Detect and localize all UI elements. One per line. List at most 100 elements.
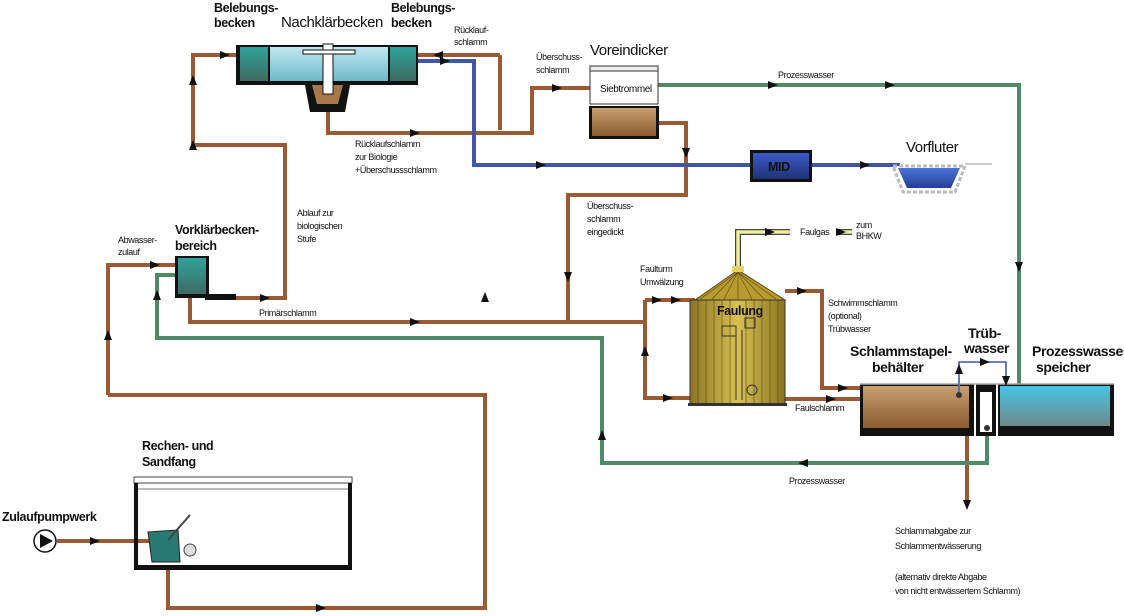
arrow-icon — [768, 81, 778, 89]
vorfluter — [890, 163, 992, 194]
label-ueberschussschlamm-1: Überschuss- — [536, 52, 583, 62]
arrow-icon — [797, 287, 807, 295]
faulturm — [688, 266, 787, 406]
arrow-icon — [682, 148, 690, 158]
arrow-icon — [536, 161, 546, 169]
label-ablauf-bio-1: Ablauf zur — [297, 208, 334, 218]
label-vorklaerbecken-2: bereich — [175, 239, 217, 253]
vorklaerbecken — [175, 256, 236, 300]
arrow-icon — [826, 395, 836, 403]
rechen-sandfang — [133, 476, 353, 570]
schlammstapel-prozesswasserspeicher — [860, 358, 1114, 436]
pipe-primaerschlamm — [188, 298, 645, 324]
label-schwimmschlamm-3: Trübwasser — [828, 324, 871, 334]
label-eingedickt-1: Überschuss- — [587, 201, 634, 211]
arrow-icon — [652, 296, 662, 304]
label-ueberschussschlamm-2: schlamm — [536, 65, 569, 75]
belebung-nachklaerbecken — [236, 43, 418, 112]
arrow-icon — [220, 51, 230, 59]
label-truebwasser-2: wasser — [963, 340, 1010, 356]
label-belebungsbecken-right-1: Belebungs- — [391, 1, 455, 15]
label-schlammabgabe-1: Schlammabgabe zur — [895, 526, 971, 536]
pump-icon — [33, 529, 57, 553]
label-ruecklaufschlamm-2: schlamm — [454, 37, 487, 47]
label-ruecklauf-biologie-3: +Überschussschlamm — [355, 165, 437, 175]
mid-meter — [750, 150, 812, 182]
label-schlammabgabe-3: (alternativ direkte Abgabe — [895, 572, 987, 582]
arrow-icon — [410, 318, 420, 326]
label-vorklaerbecken-1: Vorklärbecken- — [175, 223, 259, 237]
label-umwaelzung-2: Umwälzung — [640, 277, 684, 287]
arrow-icon — [963, 500, 971, 510]
label-rechen-2: Sandfang — [142, 455, 196, 469]
arrow-icon — [641, 346, 649, 356]
label-voreindicker: Voreindicker — [590, 42, 668, 59]
arrow-icon — [153, 290, 161, 300]
label-eingedickt-2: schlamm — [587, 214, 620, 224]
label-faulgas: Faulgas — [800, 227, 830, 237]
label-prozesswasserspeicher-1: Prozesswasser- — [1032, 343, 1124, 359]
arrow-icon — [1015, 262, 1023, 272]
process-water-pipes — [155, 83, 1021, 465]
label-belebungsbecken-left-1: Belebungs- — [214, 1, 278, 15]
label-faulung: Faulung — [717, 304, 763, 318]
label-ruecklauf-biologie-1: Rücklaufschlamm — [355, 139, 420, 149]
label-abwasserzulauf-2: zulauf — [118, 247, 141, 257]
label-prozesswasserspeicher-2: speicher — [1036, 359, 1091, 375]
label-belebungsbecken-left-2: becken — [214, 16, 255, 30]
label-zum-bhkw-1: zum — [856, 220, 872, 230]
pipe-ueberschussschlamm — [326, 86, 590, 135]
label-schlammstapel-1: Schlammstapel- — [850, 343, 953, 359]
label-schwimmschlamm-1: Schwimmschlamm — [828, 298, 897, 308]
arrow-icon — [189, 75, 197, 85]
arrow-icon — [150, 261, 160, 269]
arrow-icon — [433, 51, 443, 59]
arrow-icon — [598, 430, 606, 440]
label-vorfluter: Vorfluter — [906, 139, 959, 156]
arrow-icon — [481, 292, 489, 302]
label-eingedickt-3: eingedickt — [587, 227, 624, 237]
label-mid: MID — [768, 160, 790, 174]
pipe-abwasserzulauf — [106, 263, 178, 395]
label-zulaufpumpwerk: Zulaufpumpwerk — [2, 510, 97, 524]
arrow-icon — [316, 604, 326, 612]
label-faulschlamm: Faulschlamm — [795, 403, 844, 413]
arrow-icon — [671, 296, 681, 304]
arrow-icon — [885, 81, 895, 89]
label-prozesswasser-top: Prozesswasser — [778, 70, 834, 80]
label-prozesswasser-bottom: Prozesswasser — [789, 476, 845, 486]
label-ablauf-bio-2: biologischen — [297, 221, 343, 231]
arrow-icon — [663, 394, 673, 402]
pipe-eingedickt — [566, 121, 688, 320]
arrow-icon — [410, 129, 420, 137]
pipe-prozesswasser-top — [658, 83, 1021, 386]
label-ablauf-bio-3: Stufe — [297, 234, 316, 244]
arrow-icon — [860, 161, 870, 169]
label-siebtrommel: Siebtrommel — [600, 84, 652, 95]
label-ruecklaufschlamm-1: Rücklauf- — [454, 25, 489, 35]
label-belebungsbecken-right-2: becken — [391, 16, 432, 30]
label-schlammabgabe-2: Schlammentwässerung — [895, 541, 981, 551]
arrow-icon — [765, 228, 775, 236]
arrow-icon — [836, 228, 846, 236]
label-umwaelzung-1: Faulturm — [640, 264, 672, 274]
arrow-icon — [104, 330, 112, 340]
arrow-icon — [798, 459, 808, 467]
label-rechen-1: Rechen- und — [142, 439, 213, 453]
label-ruecklauf-biologie-2: zur Biologie — [355, 152, 398, 162]
arrow-icon — [564, 272, 572, 282]
label-abwasserzulauf-1: Abwasser- — [118, 235, 157, 245]
label-nachklaerbecken: Nachklärbecken — [281, 14, 383, 31]
flow-arrows — [90, 51, 1023, 612]
voreindicker — [589, 65, 659, 139]
arrow-icon — [260, 294, 270, 302]
arrow-icon — [552, 84, 562, 92]
arrow-icon — [440, 57, 450, 65]
label-truebwasser-1: Trüb- — [968, 325, 1002, 341]
sludge-pipes — [57, 53, 969, 610]
label-schwimmschlamm-2: (optional) — [828, 311, 862, 321]
arrow-icon — [90, 537, 100, 545]
label-zum-bhkw-2: BHKW — [856, 231, 882, 241]
arrow-icon — [189, 140, 197, 150]
